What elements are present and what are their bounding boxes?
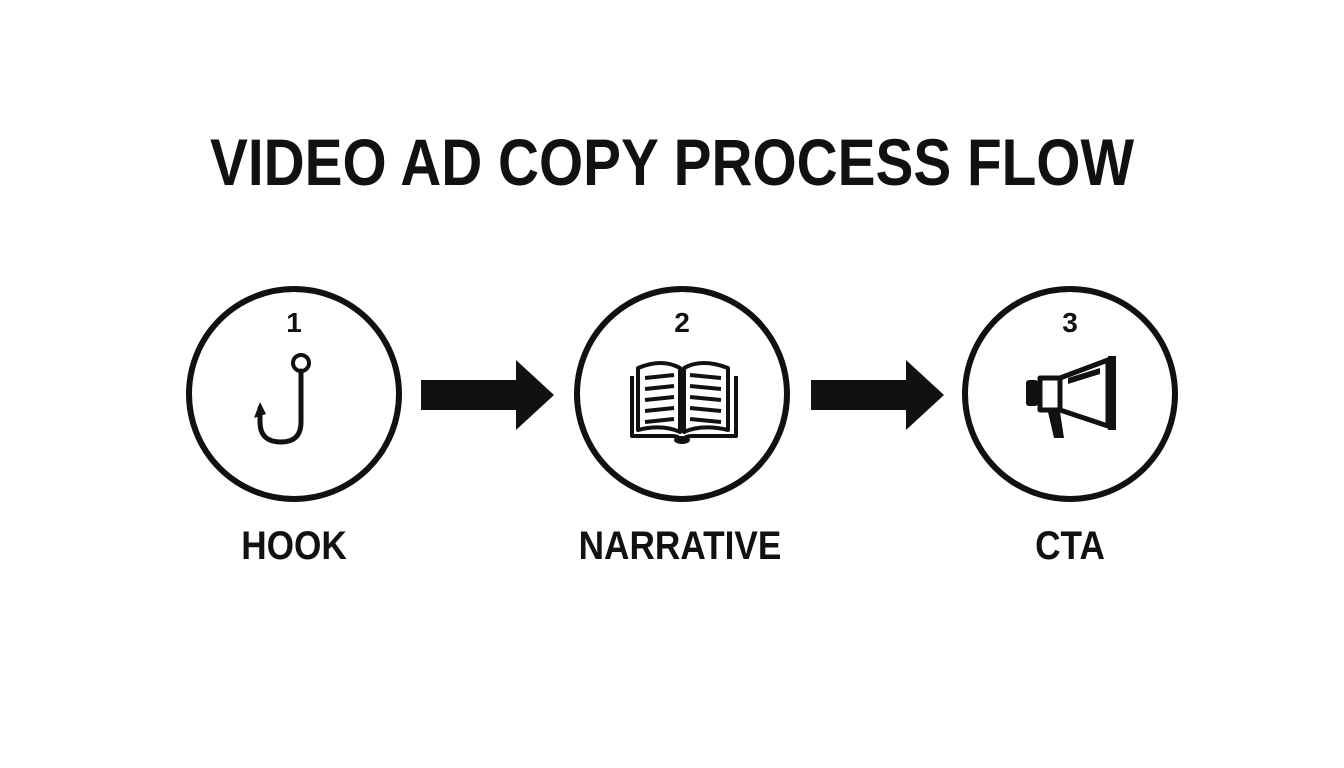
megaphone-icon [1026, 356, 1116, 438]
arrow-right-icon [421, 360, 554, 430]
step-label-cta: CTA [1035, 524, 1105, 568]
open-book-icon [630, 361, 738, 444]
step-number: 3 [1062, 307, 1078, 338]
fish-hook-icon [254, 353, 311, 445]
step-cta: 3 [962, 286, 1178, 502]
step-hook: 1 [186, 286, 402, 502]
step-number: 2 [674, 307, 690, 338]
step-number: 1 [286, 307, 302, 338]
step-narrative: 2 [574, 286, 790, 502]
step-label-narrative: NARRATIVE [578, 524, 782, 568]
arrow-right-icon [811, 360, 944, 430]
diagram-title: VIDEO AD COPY PROCESS FLOW [209, 125, 1135, 199]
step-label-hook: HOOK [241, 524, 347, 568]
